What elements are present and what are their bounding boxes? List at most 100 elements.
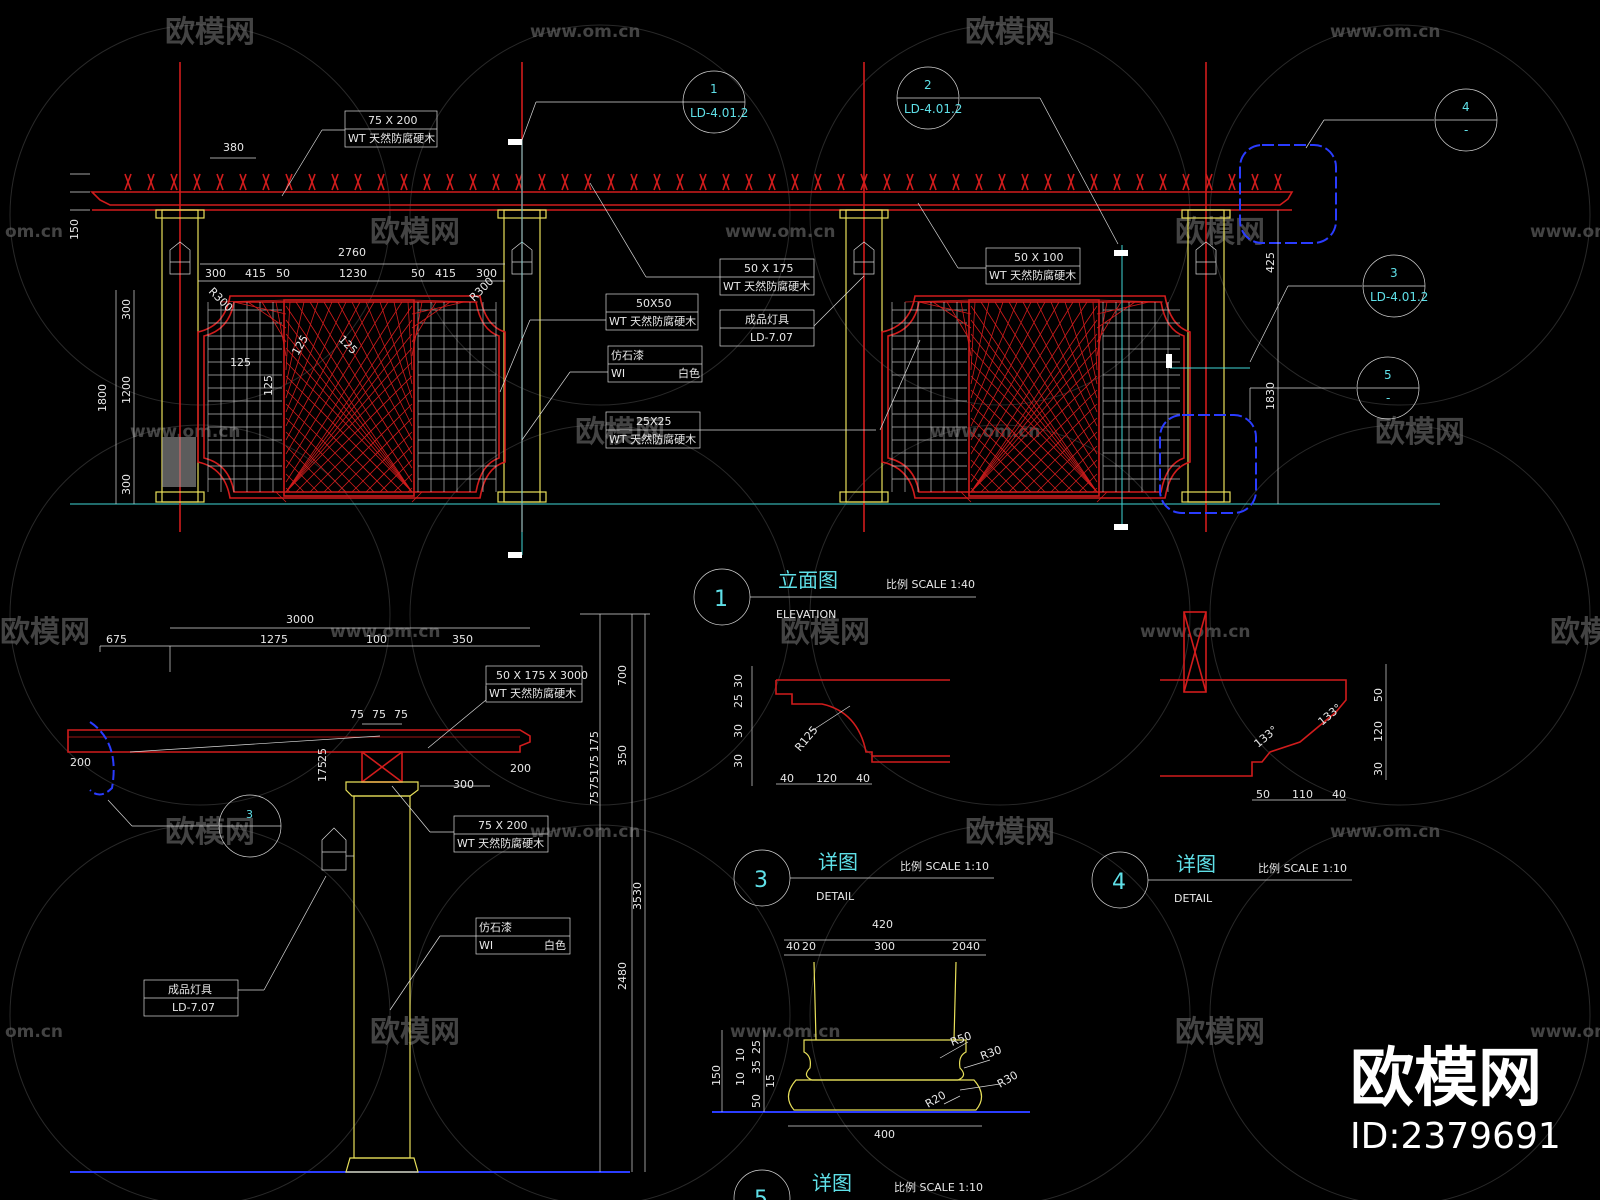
dimension-label: 20 bbox=[802, 940, 816, 953]
watermark-logo: 欧模网 bbox=[1175, 215, 1265, 250]
dimension-label: 300 bbox=[120, 299, 133, 320]
note-50x175: 50 X 175 WT 天然防腐硬木 bbox=[719, 258, 815, 296]
rafter-end bbox=[469, 173, 477, 191]
rafter-end bbox=[262, 173, 270, 191]
note-text: 成品灯具 bbox=[168, 983, 212, 996]
title-en: DETAIL bbox=[816, 890, 855, 903]
dimension-label: 40 bbox=[856, 772, 870, 785]
watermark-logo: 欧模网 bbox=[575, 415, 665, 450]
dimension-label: 1800 bbox=[96, 384, 109, 412]
rafter-end bbox=[860, 173, 868, 191]
dimension-label: 2480 bbox=[616, 962, 629, 990]
watermark-url: om.cn bbox=[5, 222, 63, 242]
dimension-label: 120 bbox=[816, 772, 837, 785]
rafter-end bbox=[1228, 173, 1236, 191]
rafter-end bbox=[1274, 173, 1282, 191]
dimension-label: 50 bbox=[411, 267, 425, 280]
note-section-stone-paint: 仿石漆 WI 白色 bbox=[475, 917, 571, 955]
dimension-label: 400 bbox=[874, 1128, 895, 1141]
note-section-lamp: 成品灯具 LD-7.07 bbox=[143, 979, 239, 1017]
detail-3-column-base: 420 40 20 300 20 40 R50 R30 R30 R20 25 1… bbox=[710, 918, 1030, 1141]
dimension-label: 75 bbox=[372, 708, 386, 721]
note-text: WT 天然防腐硬木 bbox=[723, 279, 810, 293]
rafter-end bbox=[515, 173, 523, 191]
note-text: 仿石漆 bbox=[611, 349, 644, 362]
lamp-icon bbox=[321, 827, 354, 871]
radius-label: R50 bbox=[949, 1029, 974, 1049]
dimension-label: 40 bbox=[966, 940, 980, 953]
rafter-end bbox=[331, 173, 339, 191]
rafter-end bbox=[193, 173, 201, 191]
title-cn: 详图 bbox=[1176, 852, 1216, 876]
dimension-label: 30 bbox=[732, 674, 745, 688]
section-drawing: 3000 675 1275 100 350 75 75 75 200 200 3… bbox=[67, 613, 650, 1173]
dimension-label: 1275 bbox=[260, 633, 288, 646]
dimension-label: 20 bbox=[952, 940, 966, 953]
dimension-lines bbox=[70, 157, 1279, 504]
note-text: WT 天然防腐硬木 bbox=[609, 314, 696, 328]
note-text: 仿石漆 bbox=[479, 921, 512, 934]
dimension-label: 30 bbox=[732, 724, 745, 738]
dimension-label: 415 bbox=[245, 267, 266, 280]
rafter-end bbox=[400, 173, 408, 191]
dimension-label: 300 bbox=[476, 267, 497, 280]
watermark-logo: 欧模网 bbox=[780, 615, 870, 650]
section-marker bbox=[508, 552, 522, 558]
dimension-label: 415 bbox=[435, 267, 456, 280]
watermark-url: www.om.cn bbox=[1530, 222, 1600, 242]
dimension-label: 50 bbox=[1372, 688, 1385, 702]
rafter-end bbox=[446, 173, 454, 191]
dimension-label: 300 bbox=[205, 267, 226, 280]
note-text: WT 天然防腐硬木 bbox=[348, 131, 435, 145]
watermark-url: om.cn bbox=[5, 1022, 63, 1042]
title-scale: 比例 SCALE 1:10 bbox=[1258, 861, 1347, 875]
watermark-logo: 欧模网 bbox=[165, 15, 255, 50]
rafter-end bbox=[124, 173, 132, 191]
watermark-url: www.om.cn bbox=[730, 1022, 841, 1042]
dimension-label: 2760 bbox=[338, 246, 366, 259]
lamp-icon bbox=[1195, 241, 1217, 275]
dimension-label: 30 bbox=[732, 754, 745, 768]
rafter-end bbox=[239, 173, 247, 191]
detail-cloud bbox=[1159, 414, 1257, 514]
note-section-75x200: 75 X 200 WT 天然防腐硬木 bbox=[453, 815, 549, 853]
callout-2: 2 LD-4.01.2 bbox=[896, 66, 962, 130]
dimension-label: 1230 bbox=[339, 267, 367, 280]
dimension-label: 175 bbox=[316, 761, 329, 782]
title-number: 5 bbox=[754, 1187, 768, 1200]
watermark-logo: 欧模网 bbox=[1375, 415, 1465, 450]
rafter-end bbox=[354, 173, 362, 191]
section-beam bbox=[67, 729, 531, 753]
dimension-label: 50 bbox=[1256, 788, 1270, 801]
watermark-logo: 欧模网 bbox=[165, 815, 255, 850]
column-shaft bbox=[353, 795, 411, 1159]
dimension-label: 25 bbox=[316, 748, 329, 762]
radius-label: R20 bbox=[923, 1089, 948, 1111]
dimension-label: 25 bbox=[732, 694, 745, 708]
column-base bbox=[839, 491, 889, 503]
callout-3-elev: 3 LD-4.01.2 bbox=[1362, 254, 1428, 318]
title-number: 3 bbox=[754, 868, 768, 893]
title-detail-4: 4 详图 DETAIL 比例 SCALE 1:10 bbox=[1091, 851, 1352, 909]
dimension-label: 75 bbox=[588, 776, 601, 790]
rafter-end bbox=[147, 173, 155, 191]
dimension-label: 420 bbox=[872, 918, 893, 931]
note-text: 成品灯具 bbox=[745, 313, 789, 326]
rafter-end bbox=[1159, 173, 1167, 191]
dimension-label: 35 bbox=[750, 1060, 763, 1074]
column-base bbox=[1181, 491, 1231, 503]
dimension-label: 40 bbox=[786, 940, 800, 953]
dimension-label: 150 bbox=[68, 219, 81, 240]
note-text: 25X25 bbox=[636, 415, 672, 428]
callout-number: 1 bbox=[710, 82, 718, 96]
detail-cloud bbox=[1239, 144, 1337, 244]
rafter-end bbox=[1044, 173, 1052, 191]
title-en: DETAIL bbox=[1174, 892, 1213, 905]
callout-3-section: 3 bbox=[218, 794, 282, 858]
note-beam-75x200: 75 X 200 WT 天然防腐硬木 bbox=[344, 110, 438, 148]
dimension-label: 120 bbox=[1372, 721, 1385, 742]
note-text: WT 天然防腐硬木 bbox=[989, 268, 1076, 282]
title-scale: 比例 SCALE 1:40 bbox=[886, 577, 975, 591]
dimension-label: 125 bbox=[289, 333, 311, 358]
